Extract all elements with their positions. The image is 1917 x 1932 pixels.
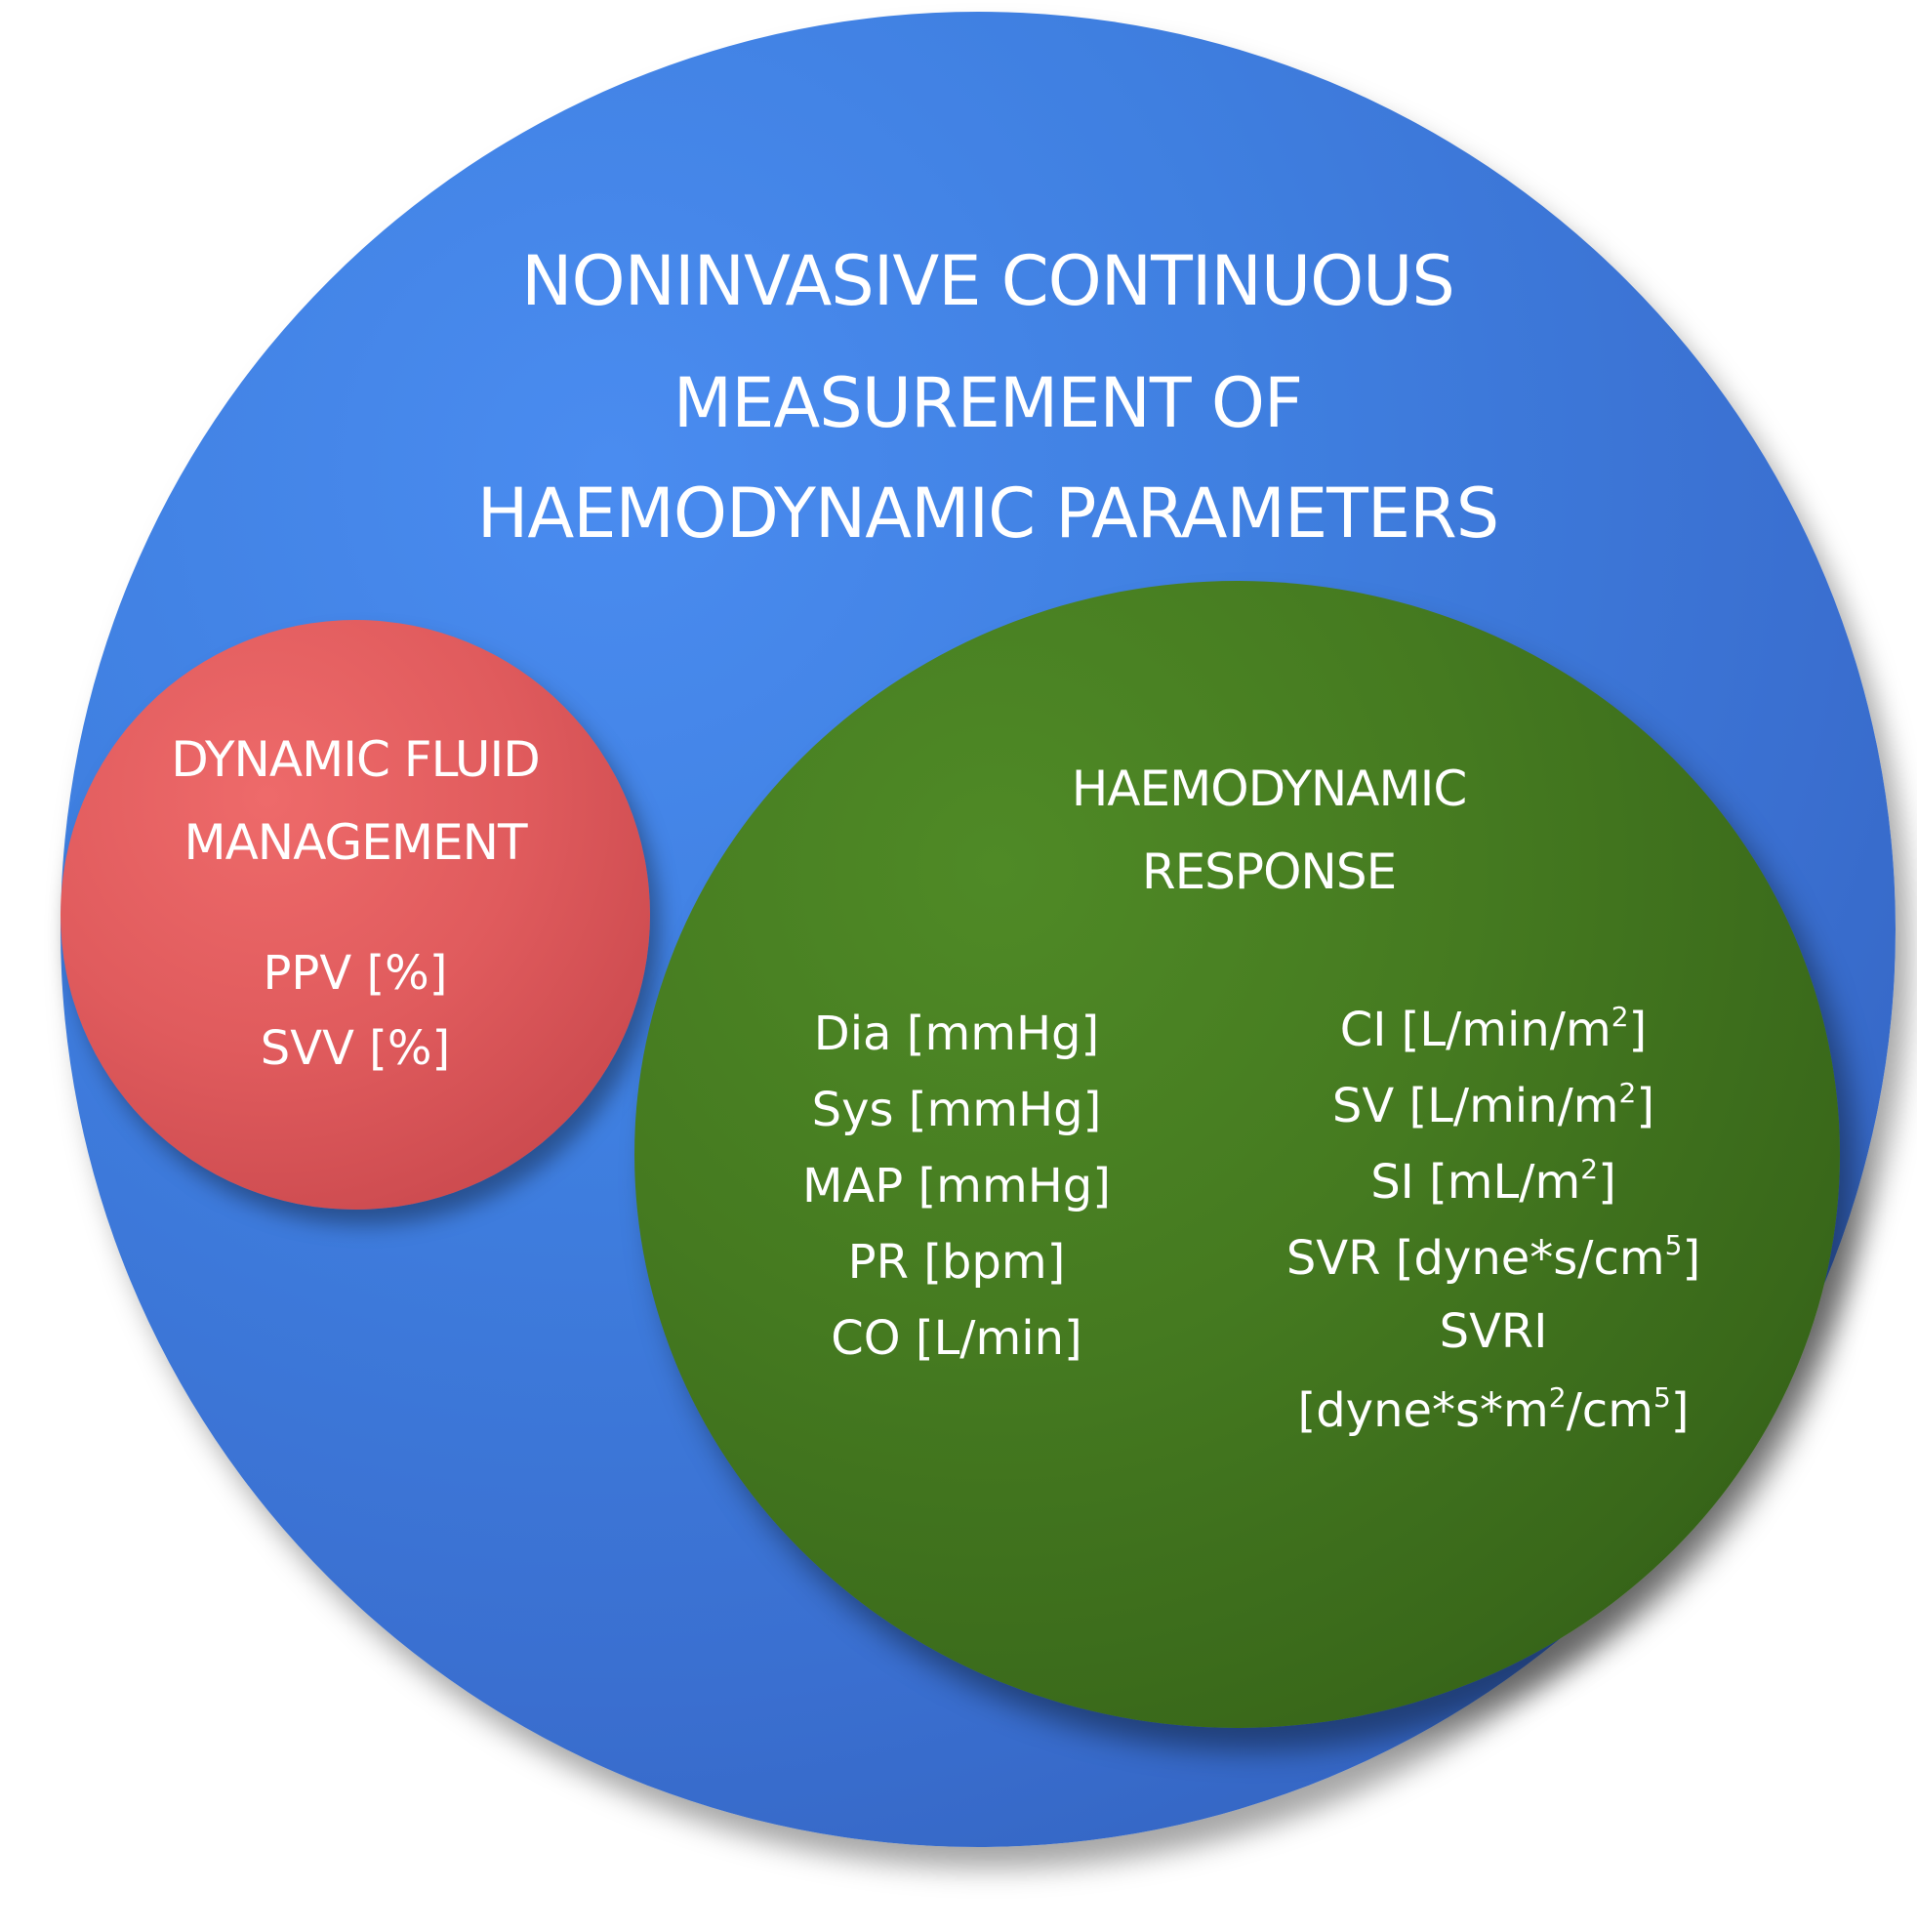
outer-title-line-3: HAEMODYNAMIC PARAMETERS: [476, 473, 1499, 554]
response-item-svri-unit: [dyne*s*m2/cm5]: [1297, 1381, 1690, 1438]
circle-dynamic-fluid-management: [61, 620, 650, 1210]
circle-haemodynamic-response: [634, 581, 1840, 1728]
response-title-line-1: HAEMODYNAMIC: [1071, 760, 1468, 817]
response-item-dia: Dia [mmHg]: [813, 1007, 1100, 1061]
response-item-ci: CI [L/min/m2]: [1339, 1001, 1648, 1057]
fluid-title-line-1: DYNAMIC FLUID: [171, 731, 541, 788]
fluid-item-ppv: PPV [%]: [263, 946, 448, 1001]
response-item-sv: SV [L/min/m2]: [1331, 1077, 1655, 1133]
response-item-co: CO [L/min]: [831, 1311, 1082, 1366]
response-item-si: SI [mL/m2]: [1370, 1153, 1616, 1210]
response-item-sys: Sys [mmHg]: [811, 1083, 1102, 1137]
outer-title-line-1: NONINVASIVE CONTINUOUS: [521, 241, 1455, 321]
fluid-item-svv: SVV [%]: [260, 1021, 451, 1076]
response-item-pr: PR [bpm]: [847, 1235, 1066, 1290]
outer-title-line-2: MEASUREMENT OF: [673, 363, 1303, 443]
response-item-map: MAP [mmHg]: [802, 1159, 1111, 1213]
response-item-svri: SVRI: [1439, 1304, 1548, 1359]
response-item-svr: SVR [dyne*s/cm5]: [1285, 1229, 1701, 1286]
fluid-title-line-2: MANAGEMENT: [184, 814, 527, 871]
response-title-line-2: RESPONSE: [1141, 843, 1397, 900]
